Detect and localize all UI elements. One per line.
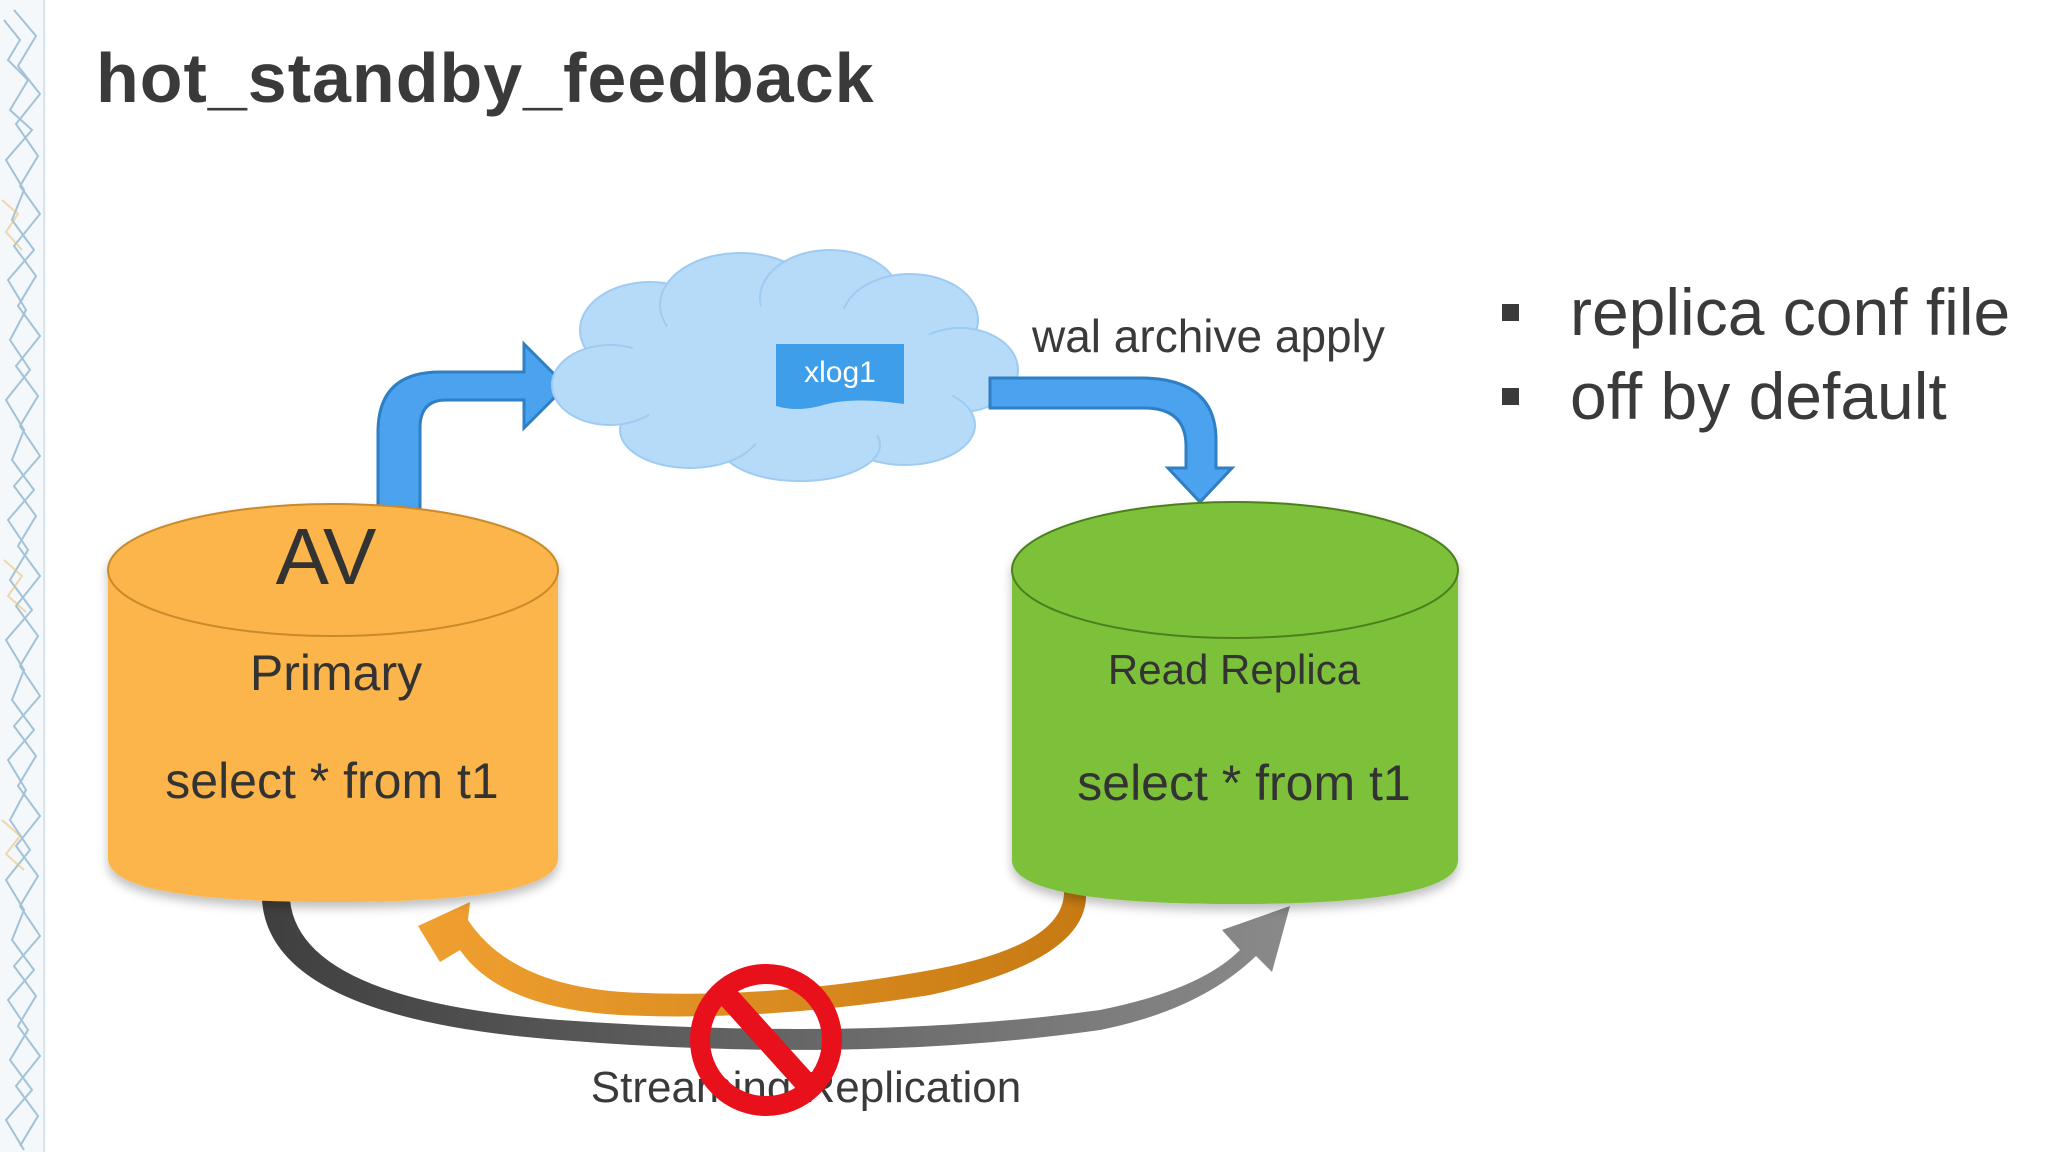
prohibited-icon xyxy=(690,964,842,1116)
wal-upload-arrow xyxy=(376,340,569,512)
bullet-list: replica conf file off by default xyxy=(1496,270,2010,438)
wal-apply-label: wal archive apply xyxy=(1031,310,1385,362)
replica-database xyxy=(1011,501,1459,904)
replica-label: Read Replica xyxy=(1108,646,1361,693)
primary-label: Primary xyxy=(250,645,422,701)
bullet-item: off by default xyxy=(1496,354,2010,438)
xlog-file-tag: xlog1 xyxy=(776,344,904,409)
replica-query: select * from t1 xyxy=(1077,755,1410,811)
primary-database xyxy=(107,503,559,902)
wal-apply-arrow xyxy=(988,376,1236,505)
decorative-side-strip xyxy=(0,0,46,1152)
xlog-file-label: xlog1 xyxy=(804,356,876,389)
primary-badge: AV xyxy=(276,512,377,601)
primary-query: select * from t1 xyxy=(165,753,498,809)
wal-archive-cloud xyxy=(551,249,1019,482)
slide-title: hot_standby_feedback xyxy=(96,39,875,117)
feedback-arrow xyxy=(418,892,1087,1017)
bullet-item: replica conf file xyxy=(1496,270,2010,354)
